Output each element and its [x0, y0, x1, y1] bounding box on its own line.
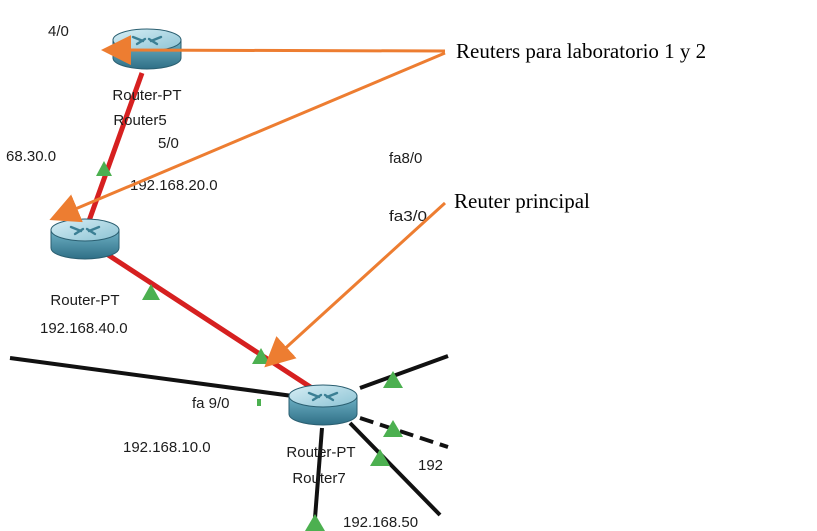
link-port-marker	[257, 399, 261, 406]
link-up-triangle	[370, 449, 390, 466]
network-label: 192	[418, 457, 443, 474]
black-links	[9, 354, 449, 531]
arrow-to-router7	[264, 201, 447, 368]
link-up-triangle	[383, 371, 403, 388]
router-icon	[287, 383, 359, 427]
interface-label: fa3/0	[389, 208, 427, 225]
network-label: 192.168.50	[343, 514, 418, 531]
crop-edge-mask	[450, 0, 817, 531]
router5-model-label: Router-PT	[112, 87, 181, 104]
link-router7-right-upper[interactable]	[359, 354, 449, 390]
link-up-triangle	[305, 514, 325, 531]
link-left-to-router7[interactable]	[9, 356, 301, 399]
router-icon	[49, 217, 121, 261]
network-label: 192.168.20.0	[130, 177, 218, 194]
interface-label: fa8/0	[389, 150, 422, 167]
router7[interactable]	[287, 383, 359, 427]
link-router6-router7[interactable]	[94, 244, 320, 395]
link-router7-lower-right[interactable]	[348, 421, 442, 517]
router7-name-label: Router7	[292, 470, 345, 487]
arrow-to-router6	[49, 51, 446, 223]
link-router5-router6[interactable]	[77, 72, 145, 247]
router5-name-label: Router5	[113, 112, 166, 129]
network-label: 68.30.0	[6, 148, 56, 165]
interface-label: 4/0	[48, 23, 69, 40]
link-up-triangle	[96, 161, 112, 176]
link-status-indicators	[96, 161, 403, 531]
annotation-lab-routers: Reuters para laboratorio 1 y 2	[456, 39, 706, 63]
network-label: 192.168.40.0	[40, 320, 128, 337]
interface-label: fa 9/0	[192, 395, 230, 412]
red-links	[77, 72, 320, 395]
link-up-triangle	[383, 420, 403, 437]
interface-label: 5/0	[158, 135, 179, 152]
link-router7-right-dashed[interactable]	[359, 416, 449, 449]
link-router7-down[interactable]	[312, 427, 324, 531]
router6-model-label: Router-PT	[50, 292, 119, 309]
router7-model-label: Router-PT	[286, 444, 355, 461]
annotation-main-router: Reuter principal	[454, 189, 590, 213]
network-label: 192.168.10.0	[123, 439, 211, 456]
annotation-arrows	[49, 35, 447, 368]
router6[interactable]	[49, 217, 121, 261]
arrow-to-router5	[101, 35, 446, 66]
link-up-triangle	[142, 284, 160, 300]
